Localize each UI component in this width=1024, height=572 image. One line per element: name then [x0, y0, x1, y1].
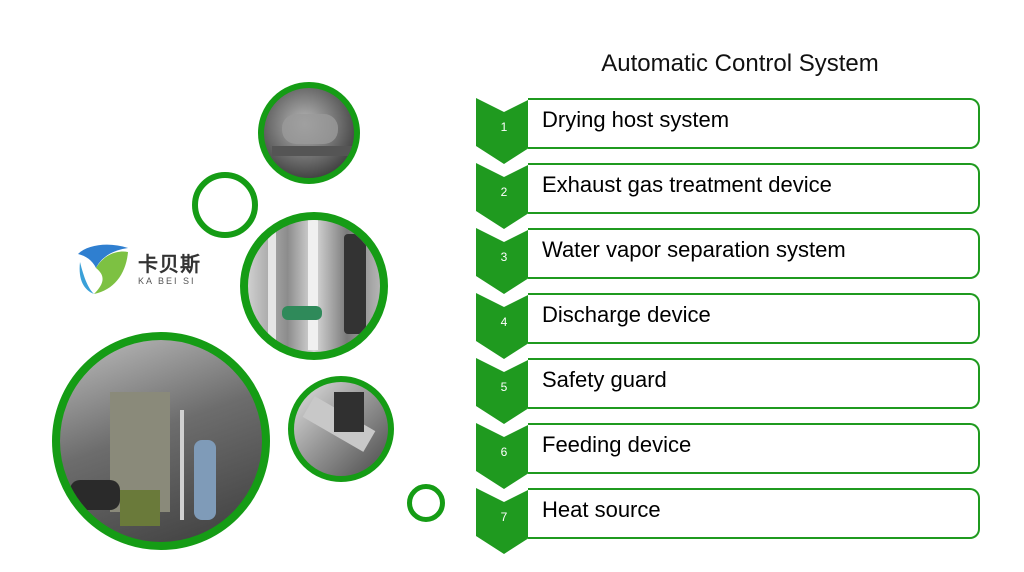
logo-english-text: KA BEI SI	[138, 276, 196, 286]
list-item: 5 Safety guard	[476, 358, 982, 424]
company-logo: 卡贝斯 KA BEI SI	[74, 240, 214, 300]
item-number: 4	[500, 315, 508, 329]
item-label: Heat source	[542, 497, 661, 522]
page-title: Automatic Control System	[601, 50, 879, 77]
list-item: 3 Water vapor separation system	[476, 228, 982, 294]
item-box: Exhaust gas treatment device	[528, 163, 980, 214]
decorative-ring-tiny	[407, 484, 445, 522]
list-item: 1 Drying host system	[476, 98, 982, 164]
chevron-down-icon	[476, 423, 532, 489]
chevron-down-icon	[476, 163, 532, 229]
chevron-down-icon	[476, 488, 532, 554]
item-label: Water vapor separation system	[542, 237, 846, 262]
item-label: Discharge device	[542, 302, 711, 327]
list-item: 7 Heat source	[476, 488, 982, 554]
equipment-room-photo	[52, 332, 270, 550]
item-label: Exhaust gas treatment device	[542, 172, 832, 197]
logo-mark-icon	[78, 244, 128, 294]
item-number: 6	[500, 445, 508, 459]
item-box: Water vapor separation system	[528, 228, 980, 279]
piping-system-photo	[240, 212, 388, 360]
list-item: 2 Exhaust gas treatment device	[476, 163, 982, 229]
item-number: 3	[500, 250, 508, 264]
item-box: Safety guard	[528, 358, 980, 409]
decorative-ring-small	[192, 172, 258, 238]
item-box: Feeding device	[528, 423, 980, 474]
drying-machine-photo	[258, 82, 360, 184]
item-label: Feeding device	[542, 432, 692, 457]
item-number: 5	[500, 380, 508, 394]
item-number: 2	[500, 185, 508, 199]
item-box: Drying host system	[528, 98, 980, 149]
item-number: 1	[500, 120, 508, 134]
list-item: 4 Discharge device	[476, 293, 982, 359]
item-label: Safety guard	[542, 367, 667, 392]
list-item: 6 Feeding device	[476, 423, 982, 489]
chevron-down-icon	[476, 293, 532, 359]
conveyor-unit-photo	[288, 376, 394, 482]
item-number: 7	[500, 510, 508, 524]
chevron-down-icon	[476, 228, 532, 294]
item-box: Discharge device	[528, 293, 980, 344]
logo-chinese-text: 卡贝斯	[138, 254, 201, 276]
chevron-down-icon	[476, 98, 532, 164]
item-label: Drying host system	[542, 107, 730, 132]
item-box: Heat source	[528, 488, 980, 539]
chevron-down-icon	[476, 358, 532, 424]
